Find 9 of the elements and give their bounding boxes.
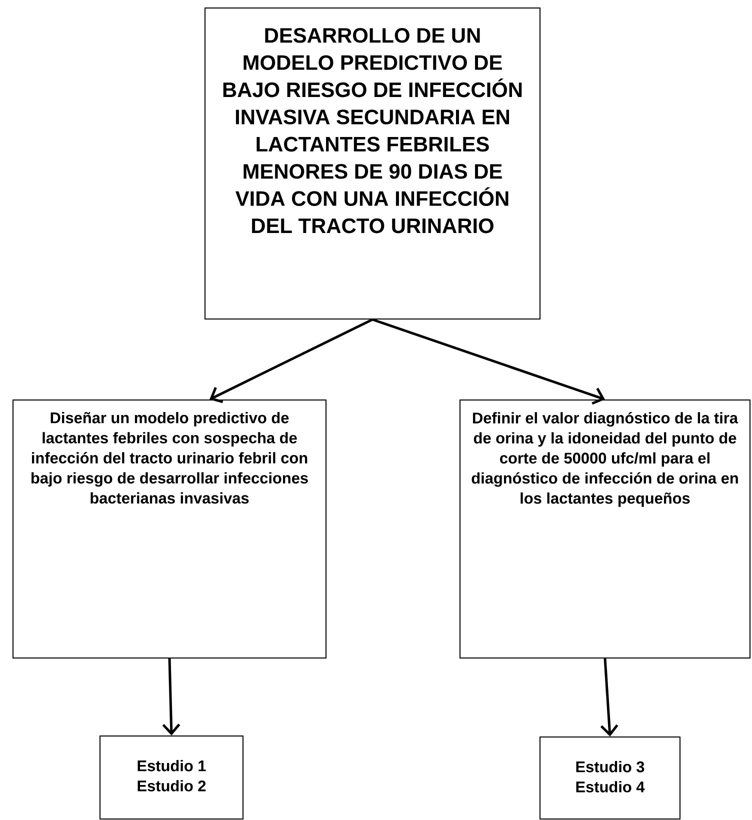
process-box: Diseñar un modelo predictivo de lactantes febriles con sospecha de infección del tracto urinario febril con bajo riesgo de desarrollar infecciones bacterianas invasivas	[12, 400, 326, 658]
study-box: Estudio 3 Estudio 4	[540, 736, 680, 820]
title-box: DESARROLLO DE UN MODELO PREDICTIVO DE BAJO RIESGO DE INFECCIÓN INVASIVA SECUNDARIA EN LACTANTES FEBRILES MENORES DE 90 DIAS DE VIDA CON UNA INFECCIÓN DEL TRACTO URINARIO	[204, 8, 540, 320]
arrow	[600, 658, 618, 736]
arrow	[162, 658, 180, 736]
study-box: Estudio 1 Estudio 2	[100, 736, 244, 820]
process-box: Definir el valor diagnóstico de la tira de orina y la idoneidad del punto de corte de 50000 ufc/ml para el diagnóstico de infección de orina en los lactantes pequeños	[460, 400, 750, 658]
arrow	[372, 318, 605, 405]
arrow	[210, 318, 374, 404]
